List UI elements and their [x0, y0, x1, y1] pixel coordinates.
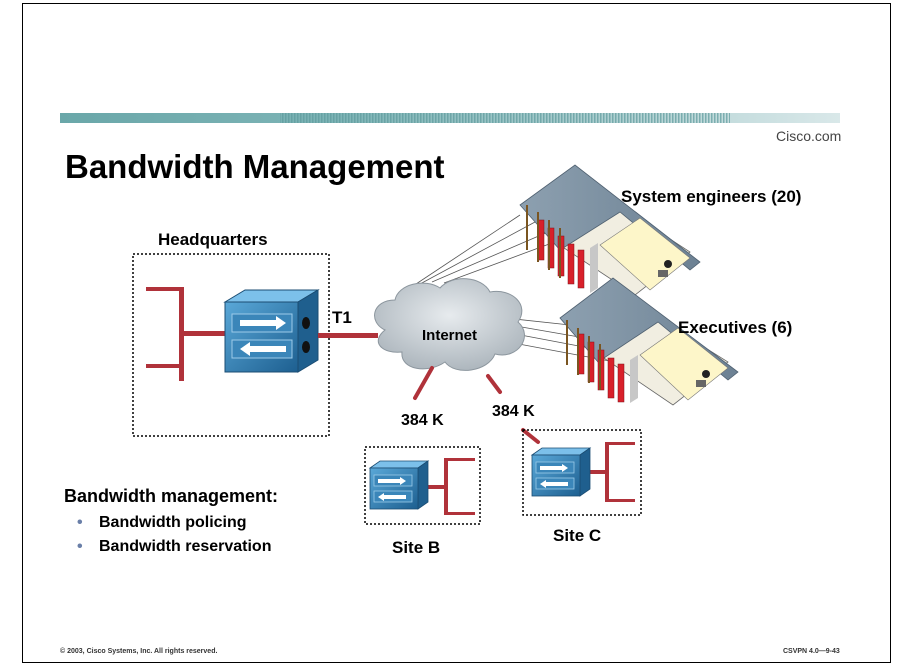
executives-homes-icon	[559, 277, 739, 406]
site-b-link-label: 384 K	[401, 412, 444, 429]
site-b-lan	[420, 458, 475, 515]
footer-course-code: CSVPN 4.0—9-43	[783, 648, 840, 655]
headquarters-box	[132, 253, 330, 437]
system-engineers-homes-icon	[519, 164, 701, 296]
headquarters-switch-icon	[223, 289, 320, 373]
internet-label: Internet	[422, 327, 478, 344]
footer-copyright: © 2003, Cisco Systems, Inc. All rights r…	[60, 648, 218, 655]
bandwidth-heading: Bandwidth management:	[64, 486, 279, 506]
internet-cloud-icon	[374, 278, 525, 371]
headquarters-lan	[146, 287, 231, 381]
cisco-brand-label: Cisco.com	[776, 128, 842, 144]
bullet-icon: •	[77, 514, 83, 531]
executives-label: Executives (6)	[678, 318, 793, 337]
bullet-icon: •	[77, 538, 83, 555]
site-b-box	[364, 446, 481, 525]
site-c-link-label: 384 K	[492, 403, 535, 420]
header-band	[60, 113, 840, 123]
slide-title: Bandwidth Management	[65, 148, 445, 185]
site-c-lan	[580, 442, 635, 502]
bandwidth-item: • Bandwidth reservation	[77, 538, 271, 556]
site-c-switch-icon	[530, 447, 592, 497]
bandwidth-item-label: Bandwidth reservation	[99, 538, 272, 555]
system-engineers-label: System engineers (20)	[621, 187, 802, 206]
site-links	[413, 366, 540, 444]
t1-link-label: T1	[332, 308, 352, 327]
site-c-label: Site C	[553, 526, 602, 545]
headquarters-label: Headquarters	[158, 230, 268, 249]
site-c-box	[522, 429, 642, 516]
t1-link	[318, 333, 378, 338]
site-b-switch-icon	[368, 460, 430, 510]
site-b-label: Site B	[392, 538, 441, 557]
bandwidth-item-label: Bandwidth policing	[99, 514, 247, 531]
bandwidth-item: • Bandwidth policing	[77, 514, 247, 532]
